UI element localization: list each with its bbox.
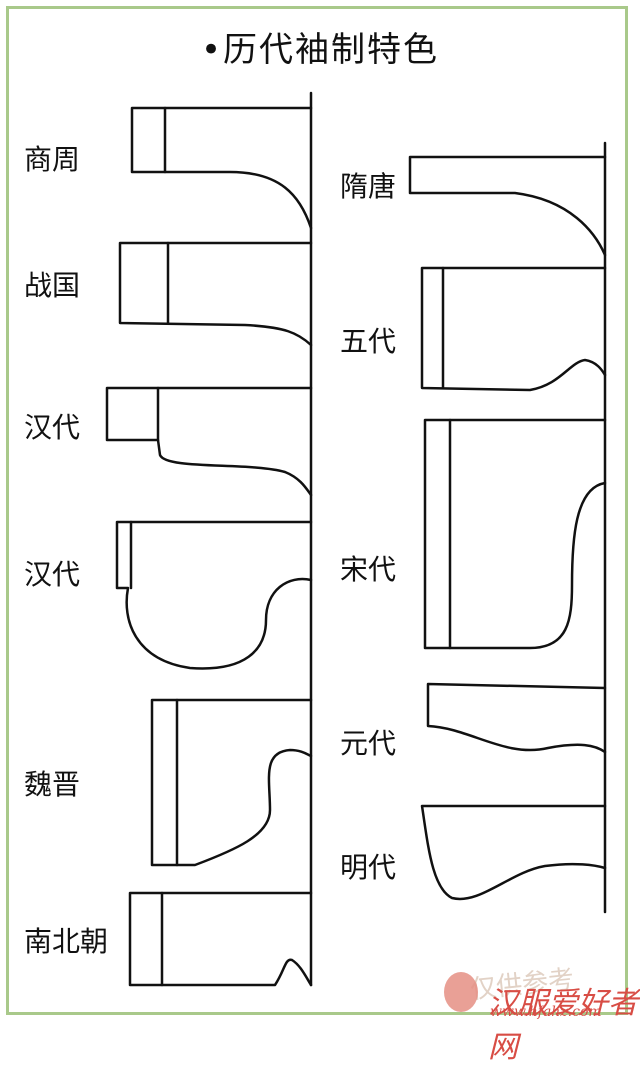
sleeve-han-1 bbox=[105, 386, 313, 497]
label-ming: 明代 bbox=[340, 851, 397, 884]
label-zhanguo: 战国 bbox=[24, 269, 81, 302]
sleeve-diagrams bbox=[105, 91, 607, 987]
label-sui-tang: 隋唐 bbox=[340, 170, 397, 203]
label-nanbeichao: 南北朝 bbox=[24, 925, 109, 958]
sleeve-ming bbox=[420, 804, 607, 901]
sleeve-wudai bbox=[420, 266, 607, 392]
sleeve-han-2 bbox=[115, 520, 313, 670]
watermark-site: www.hfahz.com bbox=[490, 1004, 602, 1020]
label-yuan: 元代 bbox=[340, 727, 397, 760]
label-song: 宋代 bbox=[340, 553, 397, 586]
sleeve-shang-zhou bbox=[130, 106, 313, 230]
sleeve-song bbox=[423, 418, 607, 650]
sleeve-yuan bbox=[426, 682, 607, 754]
label-wudai: 五代 bbox=[340, 325, 397, 358]
diagram-frame bbox=[6, 6, 628, 1015]
watermark-text: 汉服爱好者网 bbox=[488, 986, 638, 1065]
label-shang-zhou: 商周 bbox=[24, 143, 81, 176]
sleeve-zhanguo bbox=[118, 241, 313, 347]
sleeve-sui-tang bbox=[408, 155, 607, 257]
red-seal-icon bbox=[444, 972, 478, 1012]
label-han-2: 汉代 bbox=[24, 558, 81, 591]
sleeve-nanbeichao bbox=[128, 891, 313, 987]
label-wei-jin: 魏晋 bbox=[24, 768, 81, 801]
sleeve-wei-jin bbox=[150, 698, 313, 867]
diagram-title: •历代袖制特色 bbox=[200, 30, 440, 70]
label-han-1: 汉代 bbox=[24, 411, 81, 444]
